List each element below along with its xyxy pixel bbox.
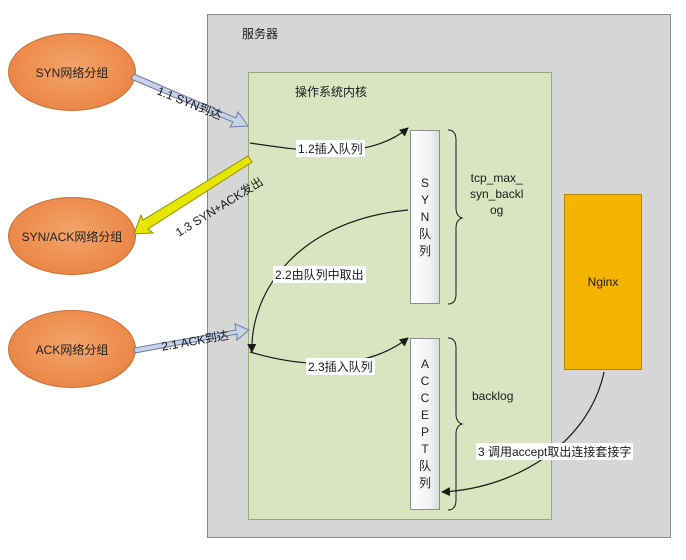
syn-queue-char: Y — [420, 192, 429, 207]
accept-call-label: 3 调用accept取出连接套接字 — [476, 443, 634, 460]
syn-backlog-line: og — [490, 203, 504, 217]
accept-backlog-label: backlog — [472, 389, 514, 403]
accept-queue-char: 列 — [418, 476, 431, 490]
syn-queue: S Y N 队 列 — [410, 130, 440, 304]
synack-packet-label: SYN/ACK网络分组 — [21, 229, 123, 244]
take-from-queue-arrow — [247, 209, 409, 353]
insert-syn-queue-label: 1.2插入队列 — [296, 140, 365, 157]
accept-queue-char: C — [420, 374, 430, 388]
accept-queue-char: T — [421, 442, 429, 456]
syn-queue-char: 队 — [418, 226, 431, 241]
syn-backlog-line: syn_backl — [470, 187, 524, 201]
nginx-box: Nginx — [564, 194, 642, 370]
accept-queue-brace — [447, 337, 464, 511]
accept-call-arrow — [441, 371, 605, 497]
accept-queue-char: 队 — [418, 459, 431, 473]
synack-out-arrow — [133, 155, 253, 235]
accept-queue-char: P — [420, 425, 429, 439]
syn-arrival-arrow — [130, 73, 249, 128]
synack-packet-ellipse: SYN/ACK网络分组 — [8, 197, 136, 275]
syn-packet-ellipse: SYN网络分组 — [8, 33, 136, 111]
accept-queue-char: C — [420, 391, 430, 405]
syn-backlog-label: tcp_max_ syn_backl og — [470, 170, 523, 218]
syn-queue-char: N — [420, 209, 430, 224]
accept-queue-char: A — [420, 357, 429, 371]
syn-queue-char: 列 — [418, 243, 431, 258]
accept-queue-char: E — [420, 408, 429, 422]
syn-packet-label: SYN网络分组 — [35, 65, 109, 80]
ack-arrival-arrow — [133, 323, 250, 354]
kernel-title: 操作系统内核 — [295, 85, 368, 99]
insert-accept-queue-label: 2.3插入队列 — [306, 358, 375, 375]
server-title: 服务器 — [242, 27, 279, 41]
ack-packet-ellipse: ACK网络分组 — [8, 310, 136, 388]
syn-queue-char: S — [420, 175, 429, 190]
ack-packet-label: ACK网络分组 — [35, 342, 109, 357]
syn-backlog-line: tcp_max_ — [470, 171, 523, 185]
syn-queue-brace — [447, 129, 464, 305]
accept-queue: A C C E P T 队 列 — [410, 338, 440, 510]
take-from-queue-label: 2.2由队列中取出 — [273, 266, 366, 283]
nginx-label: Nginx — [587, 275, 619, 289]
